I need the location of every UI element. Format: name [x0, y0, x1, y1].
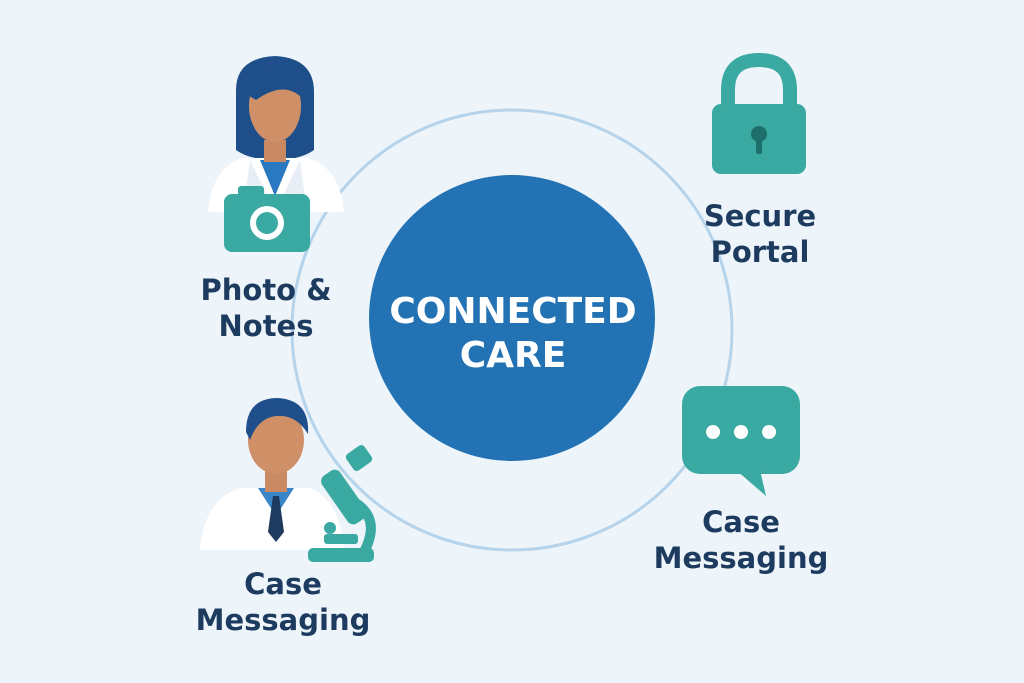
center-title: CONNECTED CARE — [370, 290, 656, 378]
photo-notes-line-1: Photo & — [200, 273, 332, 307]
case-messaging-left-line-1: Case — [244, 567, 322, 601]
photo-notes-label: Photo & Notes — [186, 272, 346, 344]
connecting-ring — [290, 108, 734, 552]
case-messaging-right-label: Case Messaging — [644, 504, 838, 576]
female-doctor-avatar — [208, 56, 344, 212]
center-title-line-2: CARE — [459, 335, 567, 376]
photo-notes-line-2: Notes — [218, 309, 314, 343]
secure-portal-line-1: Secure — [703, 199, 817, 233]
microscope-icon — [308, 445, 376, 562]
secure-portal-label: Secure Portal — [680, 198, 840, 270]
male-doctor-avatar — [200, 398, 344, 550]
center-circle — [369, 175, 655, 461]
case-messaging-right-line-2: Messaging — [653, 541, 829, 575]
camera-icon — [224, 186, 310, 252]
case-messaging-left-label: Case Messaging — [186, 566, 380, 638]
case-messaging-left-line-2: Messaging — [195, 603, 371, 637]
chat-bubble-icon — [682, 386, 800, 496]
secure-portal-line-2: Portal — [710, 235, 810, 269]
case-messaging-right-line-1: Case — [702, 505, 780, 539]
center-title-line-1: CONNECTED — [389, 291, 637, 332]
padlock-icon — [712, 52, 806, 174]
